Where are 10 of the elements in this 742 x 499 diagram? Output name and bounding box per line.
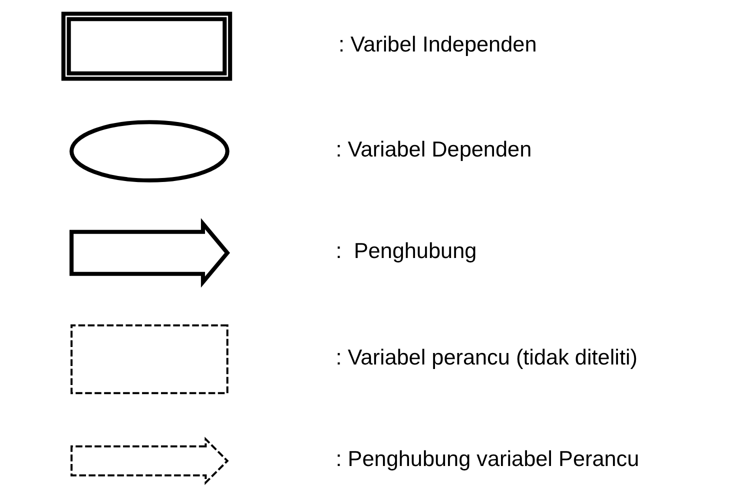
legend-label: : Varibel Independen xyxy=(338,31,537,56)
legend-label: : Variabel Dependen xyxy=(336,136,532,162)
node-box xyxy=(70,324,228,394)
node-arrow xyxy=(70,218,230,288)
legend-label: : Penghubung variabel Perancu xyxy=(336,446,640,472)
node-ellipse xyxy=(70,120,230,182)
legend-label: : Penghubung xyxy=(336,238,477,264)
legend-label: : Variabel perancu (tidak diteliti) xyxy=(336,344,638,370)
node-arrow xyxy=(70,436,229,485)
node-box xyxy=(61,12,232,81)
